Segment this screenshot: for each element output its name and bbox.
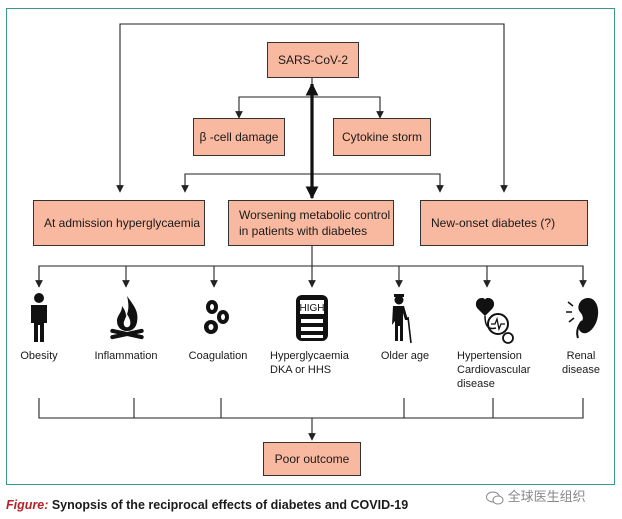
- person-icon: [31, 293, 47, 342]
- blood-cells-icon: [204, 300, 229, 334]
- outcome-bus-line: [38, 265, 584, 287]
- fire-icon: [110, 296, 144, 340]
- heart-pressure-icon: [475, 298, 514, 344]
- meter-text: HIGH: [300, 303, 325, 314]
- watermark-text: 全球医生组织: [507, 489, 586, 504]
- caption-text: Synopsis of the reciprocal effects of di…: [48, 498, 409, 512]
- coagulation-label: Coagulation: [188, 350, 248, 362]
- poor-outcome-box: Poor outcome: [263, 442, 361, 476]
- beta-cell-damage-box: β -cell damage: [193, 118, 285, 156]
- hypertension-cardiovascular-label: Hypertension Cardiovascular disease: [457, 350, 531, 390]
- caption-label: Figure:: [6, 498, 49, 512]
- figure-frame: [6, 8, 615, 485]
- watermark: 全球医生组织: [486, 486, 586, 505]
- wechat-icon: [486, 491, 504, 505]
- inflammation-label: Inflammation: [94, 350, 158, 362]
- kidney-icon: [566, 298, 599, 339]
- worsening-metabolic-control-box: Worsening metabolic control in patients …: [228, 200, 394, 246]
- figure-caption: Figure: Synopsis of the reciprocal effec…: [6, 498, 408, 512]
- new-onset-diabetes-label: New-onset diabetes (?): [431, 216, 556, 230]
- admission-hyperglycaemia-box: At admission hyperglycaemia: [33, 200, 205, 246]
- glucose-meter-icon: HIGH: [296, 295, 328, 341]
- renal-disease-label: Renal disease: [562, 350, 600, 376]
- cytokine-storm-label: Cytokine storm: [341, 130, 423, 144]
- beta-cell-damage-label: β -cell damage: [199, 130, 279, 144]
- sars-cov-2-box: SARS-CoV-2: [267, 42, 359, 78]
- outer-loop-line: [116, 23, 508, 193]
- cytokine-storm-box: Cytokine storm: [333, 118, 431, 156]
- poor-outcome-label: Poor outcome: [274, 452, 350, 466]
- older-age-label: Older age: [380, 350, 430, 362]
- worsening-label-line-2: in patients with diabetes: [239, 224, 368, 238]
- worsening-label-line-1: Worsening metabolic control: [239, 208, 391, 222]
- sars-split-line: [235, 96, 384, 119]
- obesity-label: Obesity: [20, 350, 58, 362]
- sars-cov-2-label: SARS-CoV-2: [277, 53, 349, 67]
- new-onset-diabetes-box: New-onset diabetes (?): [420, 200, 588, 246]
- bottom-bracket-line: [38, 398, 584, 419]
- admission-hyperglycaemia-label: At admission hyperglycaemia: [44, 216, 201, 230]
- elderly-person-icon: [392, 294, 412, 344]
- hyperglycaemia-label: Hyperglycaemia DKA or HHS: [270, 350, 349, 376]
